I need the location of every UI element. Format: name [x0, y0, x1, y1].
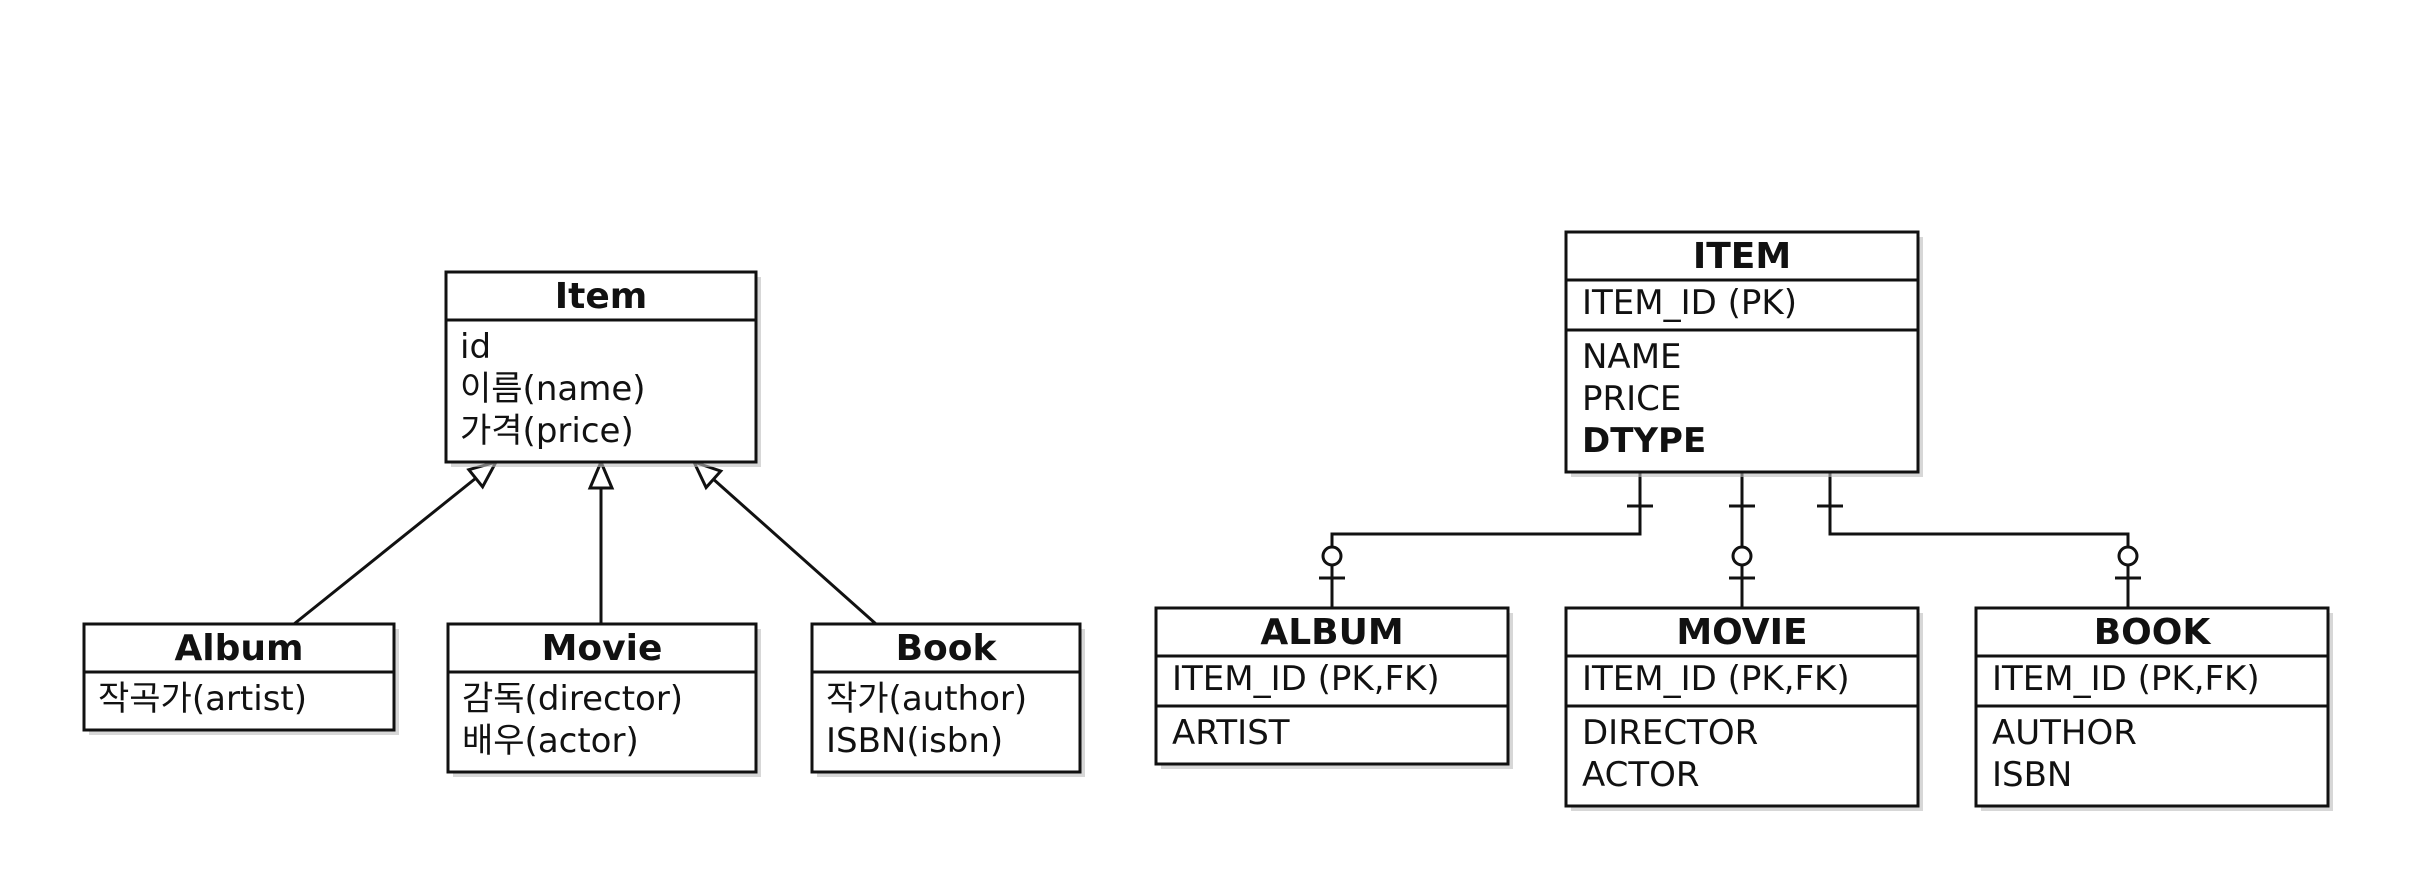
class-book-attribute: 작가(author)	[826, 679, 1027, 719]
class-item-title: Item	[555, 276, 648, 317]
class-movie: Movie 감독(director)배우(actor)	[446, 622, 761, 777]
relationship-line-book	[1828, 472, 2130, 608]
er-item-attribute: DTYPE	[1582, 421, 1706, 461]
er-movie-attribute: ACTOR	[1582, 755, 1700, 795]
inheritance-line-album	[293, 477, 477, 626]
class-book-frame	[810, 622, 1082, 774]
relationship-line-album	[1330, 472, 1642, 608]
er-book-primary-key: ITEM_ID (PK,FK)	[1992, 659, 2260, 699]
er-book-attribute: ISBN	[1992, 755, 2072, 795]
er-movie-title: MOVIE	[1676, 612, 1807, 653]
class-item-attribute: 이름(name)	[460, 369, 646, 409]
er-book-attribute: AUTHOR	[1992, 713, 2137, 753]
er-item-frame	[1564, 230, 1920, 474]
class-album-frame	[82, 622, 396, 732]
class-book: Book 작가(author)ISBN(isbn)	[810, 622, 1085, 777]
er-album-primary-key: ITEM_ID (PK,FK)	[1172, 659, 1440, 699]
er-book-title: BOOK	[2094, 612, 2212, 653]
class-item-attribute: id	[460, 327, 491, 367]
er-album-title: ALBUM	[1260, 612, 1403, 653]
class-movie-title: Movie	[542, 628, 663, 669]
er-movie-primary-key: ITEM_ID (PK,FK)	[1582, 659, 1850, 699]
class-album-attribute: 작곡가(artist)	[98, 679, 307, 719]
er-item-title: ITEM	[1693, 236, 1791, 277]
inheritance-line-book	[712, 478, 877, 626]
class-book-title: Book	[896, 628, 998, 669]
er-item-attribute: NAME	[1582, 337, 1682, 377]
er-album: ALBUM ITEM_ID (PK,FK) ARTIST	[1154, 606, 1513, 769]
class-album: Album 작곡가(artist)	[82, 622, 399, 735]
connector-layer	[293, 458, 2141, 626]
er-album-attribute: ARTIST	[1172, 713, 1290, 753]
cardinality-zero-circle-album	[1321, 545, 1343, 567]
class-item-attribute: 가격(price)	[460, 411, 634, 451]
class-movie-attribute: 배우(actor)	[462, 721, 639, 761]
er-item-primary-key: ITEM_ID (PK)	[1582, 283, 1797, 323]
class-item-frame	[444, 270, 758, 464]
cardinality-zero-circle-movie	[1731, 545, 1753, 567]
er-item-attribute: PRICE	[1582, 379, 1681, 419]
er-movie-attribute: DIRECTOR	[1582, 713, 1758, 753]
class-album-title: Album	[174, 628, 303, 669]
inheritance-arrowhead-movie	[587, 458, 615, 490]
class-movie-attribute: 감독(director)	[462, 679, 683, 719]
class-movie-frame	[446, 622, 758, 774]
class-book-attribute: ISBN(isbn)	[826, 721, 1003, 761]
er-album-frame	[1154, 606, 1510, 766]
cardinality-zero-circle-book	[2117, 545, 2139, 567]
